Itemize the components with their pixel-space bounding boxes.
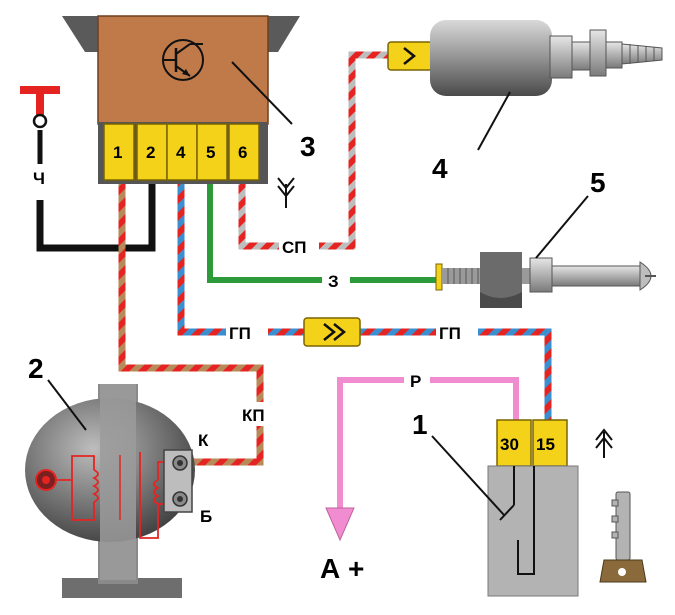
black-wire: [36, 182, 156, 252]
battery-arrow: [325, 507, 355, 542]
terminal-label-k: К: [198, 431, 209, 450]
wire-label-sp: СП: [282, 238, 307, 257]
label-1: 1: [412, 409, 428, 440]
label-3: 3: [300, 131, 316, 162]
switch-pin-30: 30: [500, 435, 519, 454]
sp-wire: [238, 51, 392, 250]
z-wire: [207, 182, 438, 283]
wire-label-ch: Ч: [33, 169, 45, 188]
wire-label-gp-left: ГП: [229, 324, 251, 343]
controller-pin-box: [228, 123, 260, 181]
wire-label-gp-right: ГП: [439, 324, 461, 343]
label-5: 5: [590, 167, 606, 198]
controller-pins: 1 2 4 5 6: [103, 123, 260, 181]
label-2: 2: [28, 353, 44, 384]
transistor-icon: [162, 39, 204, 81]
key-icon: [599, 491, 647, 583]
controller-pin-label: 6: [238, 143, 247, 162]
battery-label: А +: [320, 553, 364, 584]
wire-label-r: Р: [410, 372, 421, 391]
controller-pin-label: 2: [146, 143, 155, 162]
switch-pin-15: 15: [536, 435, 555, 454]
wire-label-z: З: [328, 272, 339, 291]
controller-pin-label: 4: [176, 143, 186, 162]
callout-lines: [47, 61, 589, 516]
wire-label-kp: КП: [242, 406, 265, 425]
controller-pin-box: [103, 123, 135, 181]
terminal-label-b: Б: [200, 507, 212, 526]
ignition-coil: [25, 384, 195, 598]
controller-pin-box: [196, 123, 228, 181]
solenoid-valve: [387, 20, 663, 96]
controller-pin-label: 1: [113, 143, 122, 162]
ignition-switch: [487, 419, 579, 597]
power-arrow-icon: [595, 428, 613, 458]
ground-symbol: [20, 86, 60, 129]
gp-wire: [177, 182, 552, 425]
wires: [36, 51, 552, 542]
ground-arrow-icon: [277, 177, 295, 208]
label-4: 4: [432, 153, 448, 184]
controller-pin-label: 5: [206, 143, 215, 162]
gp-connector: [303, 317, 361, 347]
sensor: [435, 252, 656, 308]
kp-wire: [118, 182, 264, 466]
